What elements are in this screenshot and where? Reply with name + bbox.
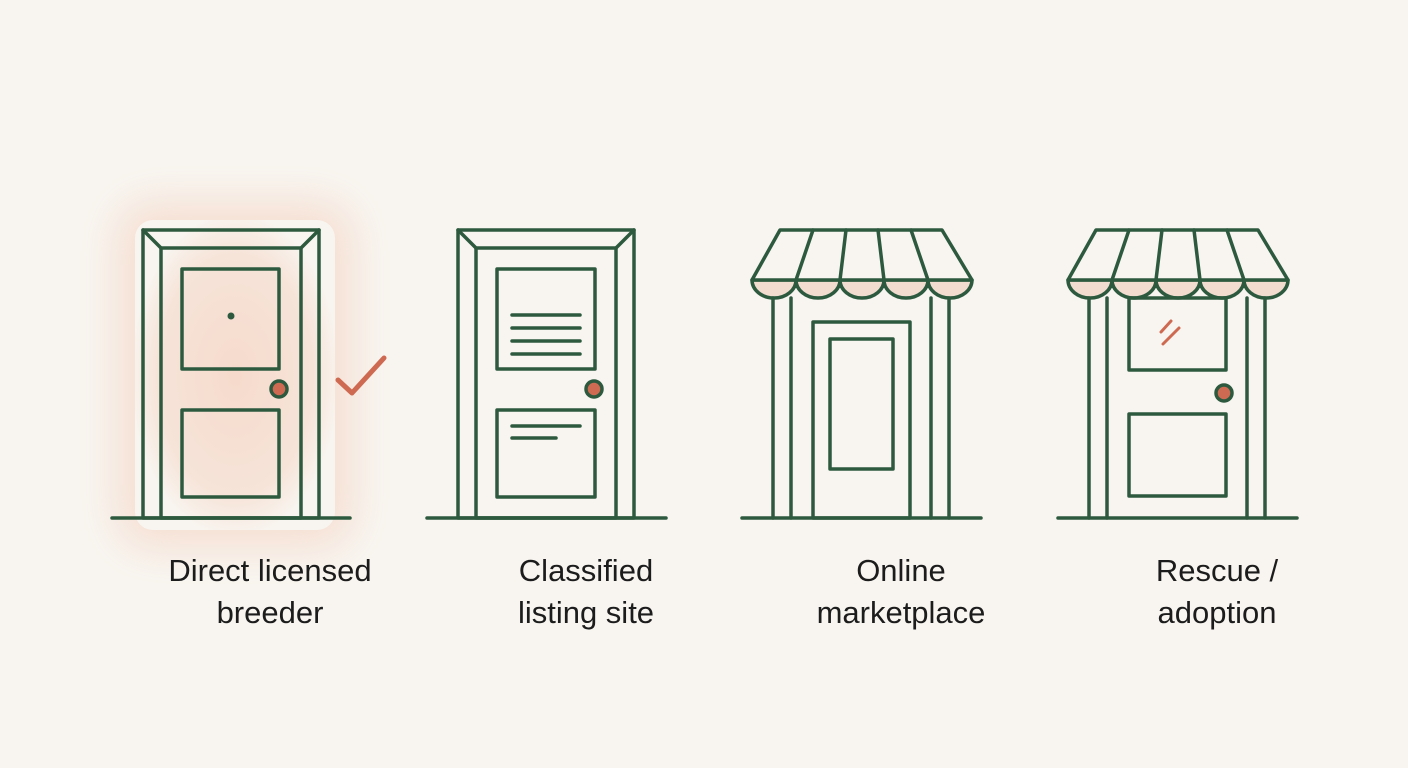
checkmark-icon [335, 355, 387, 396]
option-label-line2: adoption [1157, 595, 1277, 630]
option-label-line1: Online [856, 553, 946, 588]
doorknob-icon [1214, 383, 1234, 403]
door-with-listing-icon [425, 228, 668, 520]
door-icon [110, 228, 387, 520]
option-label-line2: listing site [517, 595, 655, 630]
option-label-line2: breeder [216, 595, 324, 630]
option-label: Rescue / adoption [1057, 550, 1377, 634]
option-online-marketplace[interactable]: Online marketplace [740, 200, 1061, 640]
doorknob-icon [584, 379, 604, 399]
doorknob-icon [269, 379, 289, 399]
storefront-icon [740, 228, 983, 520]
glass-reflection-icon [1159, 319, 1181, 346]
peephole-icon [227, 312, 235, 320]
option-label-line2: marketplace [816, 595, 986, 630]
option-label: Online marketplace [741, 550, 1061, 634]
option-label: Direct licensed breeder [110, 550, 430, 634]
option-classified-listing-site[interactable]: Classified listing site [425, 200, 746, 640]
storefront-with-door-icon [1056, 228, 1299, 520]
option-label-line1: Classified [518, 553, 654, 588]
option-rescue-adoption[interactable]: Rescue / adoption [1056, 200, 1377, 640]
option-label-line1: Direct licensed [168, 553, 372, 588]
option-label: Classified listing site [426, 550, 746, 634]
option-direct-licensed-breeder[interactable]: Direct licensed breeder [110, 200, 430, 640]
option-label-line1: Rescue / [1155, 553, 1279, 588]
